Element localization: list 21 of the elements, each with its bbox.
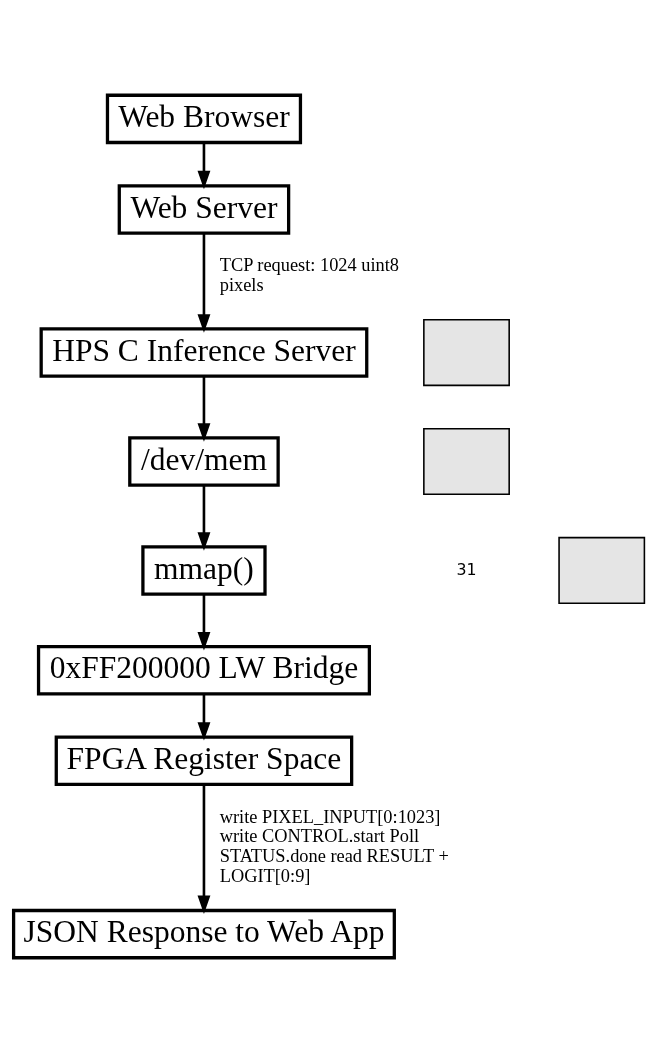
edge-label: write PIXEL_INPUT[0:1023] write CONTROL.start Poll STATUS.done read RESULT + LOGIT[0:9] — [219, 806, 449, 886]
node-box: mmap() — [141, 545, 267, 596]
node-box — [423, 318, 510, 387]
node-box: 0xFF200000 LW Bridge — [36, 645, 371, 696]
arrow — [197, 142, 211, 190]
node-box — [423, 427, 510, 496]
node-box: Web Browser — [105, 93, 303, 145]
arrow — [197, 784, 211, 915]
node-box: Web Server — [117, 184, 291, 235]
arrow — [197, 594, 211, 651]
node-box: FPGA Register Space — [54, 735, 354, 787]
node-box: HPS C Inference Server — [39, 327, 369, 378]
edge-label: TCP request: 1024 uint8 pixels — [219, 255, 400, 296]
arrow — [197, 233, 211, 333]
arrow — [197, 376, 211, 442]
node-box — [558, 536, 646, 605]
arrow — [197, 485, 211, 551]
node-box: JSON Response to Web App — [11, 908, 396, 960]
label: 31 — [456, 559, 477, 579]
arrow — [197, 694, 211, 741]
node-box: /dev/mem — [128, 436, 280, 487]
